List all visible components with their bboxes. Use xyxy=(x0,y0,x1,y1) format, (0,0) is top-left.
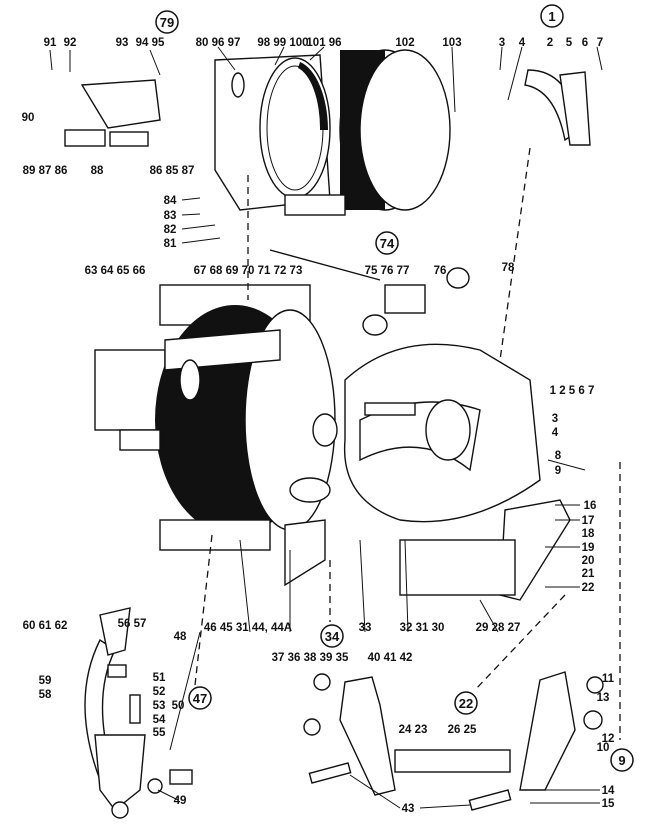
part-callout: 102 xyxy=(395,37,414,49)
part-callout: 51 xyxy=(153,672,166,684)
part-callout: 26 25 xyxy=(448,724,477,736)
group-callout: 74 xyxy=(380,236,395,251)
group-callout-circle xyxy=(540,4,564,28)
part-callout: 19 xyxy=(582,542,595,554)
block-74 xyxy=(384,284,426,314)
part-callout: 84 xyxy=(164,195,177,207)
part-callout: 103 xyxy=(442,37,461,49)
part-callout: 63 64 65 66 xyxy=(85,265,146,277)
part-callout: 59 xyxy=(39,675,52,687)
part-callout: 17 xyxy=(582,515,595,527)
main-housing xyxy=(94,284,336,551)
part-callout: 8 xyxy=(555,450,562,462)
group-callout: 47 xyxy=(193,691,207,706)
part-callout: 76 xyxy=(434,265,447,277)
bar-88 xyxy=(64,129,106,147)
part-callout: 53 xyxy=(153,700,166,712)
bracket-93 xyxy=(80,79,161,129)
part-callout: 11 xyxy=(602,673,615,685)
part-callout: 37 36 38 39 35 xyxy=(272,652,349,664)
part-callout: 29 28 27 xyxy=(476,622,521,634)
part-callout: 20 xyxy=(582,555,595,567)
part-callout: 78 xyxy=(502,262,515,274)
part-callout: 91 xyxy=(44,37,57,49)
part-callout: 67 68 69 70 71 72 73 xyxy=(194,265,303,277)
part-callout: 9 xyxy=(555,465,561,477)
part-callout: 3 xyxy=(499,37,505,49)
part-callout: 90 xyxy=(22,112,35,124)
part-callout: 4 xyxy=(552,427,559,439)
part-callout: 24 23 xyxy=(399,724,428,736)
part-callout: 98 99 100 xyxy=(257,37,308,49)
part-callout: 89 87 86 xyxy=(23,165,68,177)
lever-arm-46 xyxy=(284,519,326,587)
part-callout: 88 xyxy=(91,165,104,177)
part-callout: 40 41 42 xyxy=(368,652,413,664)
part-callout: 54 xyxy=(153,714,166,726)
group-callout-circle xyxy=(188,686,212,710)
lever-assembly-34 xyxy=(303,673,512,811)
group-callout: 34 xyxy=(325,629,340,644)
group-callout: 9 xyxy=(618,753,625,768)
group-callout-circle xyxy=(610,748,634,772)
part-callout: 22 xyxy=(582,582,595,594)
part-callout: 80 96 97 xyxy=(196,37,241,49)
part-callout: 32 31 30 xyxy=(400,622,445,634)
part-callout: 3 xyxy=(552,413,558,425)
group-callout: 79 xyxy=(160,15,174,30)
part-callout: 18 xyxy=(582,528,595,540)
brake-drum-102 xyxy=(339,49,451,211)
part-callout: 21 xyxy=(582,568,595,580)
group-callout: 22 xyxy=(459,696,473,711)
part-callout: 55 xyxy=(153,727,166,739)
part-callout: 5 xyxy=(566,37,573,49)
part-callout: 33 xyxy=(359,622,372,634)
brake-shoes xyxy=(524,69,591,146)
part-callout: 4 xyxy=(519,37,526,49)
part-callout: 2 xyxy=(547,37,553,49)
lever-assembly-22 xyxy=(519,671,604,791)
part-callout: 92 xyxy=(64,37,77,49)
part-callout: 49 xyxy=(174,795,187,807)
part-callout: 48 xyxy=(174,631,187,643)
group-callout-circle xyxy=(155,10,179,34)
part-callout: 14 xyxy=(602,785,615,797)
part-callout: 43 xyxy=(402,803,415,815)
part-callout: 15 xyxy=(602,798,615,810)
part-callout: 101 96 xyxy=(306,37,341,49)
part-callout: 1 2 5 6 7 xyxy=(550,385,595,397)
part-callout: 75 76 77 xyxy=(365,265,410,277)
group-callout-circle xyxy=(375,231,399,255)
part-callout: 56 57 xyxy=(118,618,147,630)
part-callout: 12 xyxy=(602,733,615,745)
group-callout: 1 xyxy=(548,9,555,24)
part-callout: 83 xyxy=(164,210,177,222)
end-cover-79 xyxy=(214,54,346,216)
cover-78 xyxy=(343,343,541,523)
part-callout: 6 xyxy=(582,37,588,49)
spring-rod xyxy=(269,249,381,281)
part-callout: 46 45 31 44, 44A xyxy=(204,622,292,634)
part-callout: 58 xyxy=(39,689,52,701)
part-callout: 50 xyxy=(172,700,185,712)
group-callout-circle xyxy=(454,691,478,715)
part-callout: 16 xyxy=(584,500,597,512)
part-callout: 60 61 62 xyxy=(23,620,68,632)
group-callout-circle xyxy=(320,624,344,648)
part-callout: 81 xyxy=(164,238,177,250)
part-callout: 86 85 87 xyxy=(150,165,195,177)
part-callout: 7 xyxy=(597,37,603,49)
part-callout: 10 xyxy=(597,742,610,754)
part-callout: 94 95 xyxy=(136,37,165,49)
part-callout: 52 xyxy=(153,686,166,698)
part-callout: 82 xyxy=(164,224,177,236)
shoe-assembly-47 xyxy=(84,607,193,819)
part-callout: 93 xyxy=(116,37,129,49)
part-callout: 13 xyxy=(597,692,610,704)
